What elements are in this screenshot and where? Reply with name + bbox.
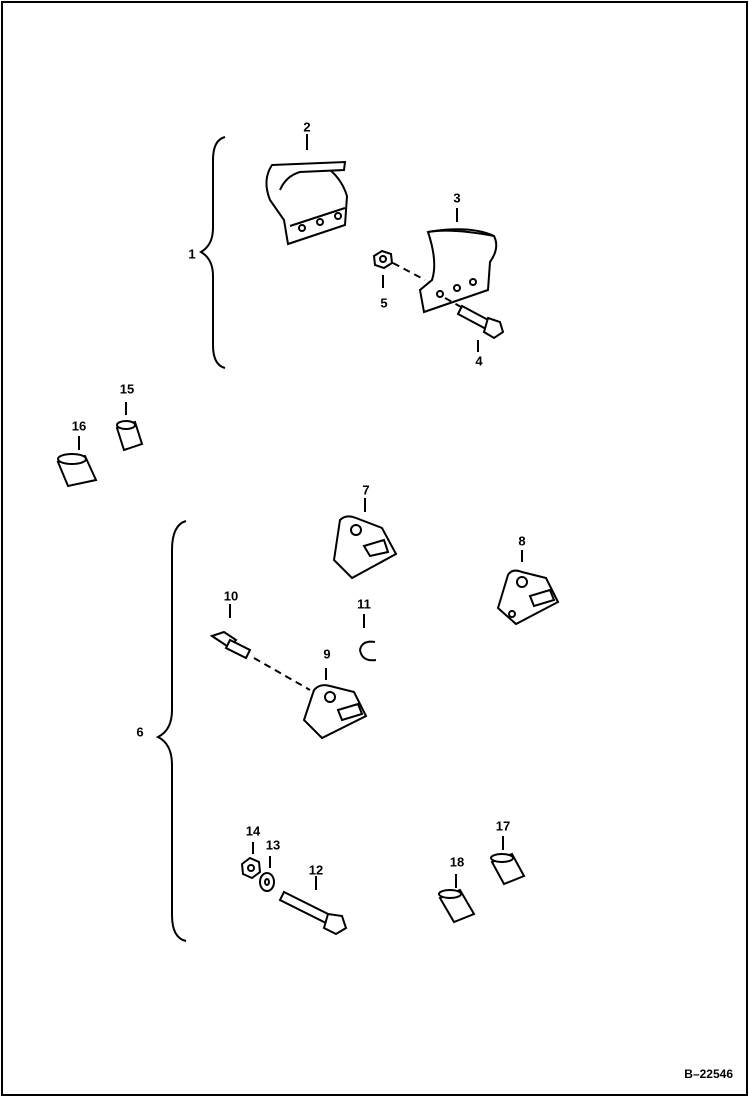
part-3-shield-bracket — [418, 208, 498, 314]
part-8-plate — [496, 550, 560, 626]
callout-18: 18 — [449, 854, 465, 870]
callout-14: 14 — [245, 823, 261, 839]
leader-dash-4-3 — [444, 297, 471, 313]
callout-3: 3 — [453, 190, 461, 206]
callout-17: 17 — [495, 818, 511, 834]
callout-1: 1 — [188, 246, 196, 262]
part-7-plate — [332, 498, 398, 580]
part-2-shield-bracket — [265, 134, 349, 246]
group-6-brace — [155, 520, 187, 942]
part-14-nut — [240, 842, 262, 880]
part-18-bushing — [438, 874, 476, 924]
callout-12: 12 — [308, 862, 324, 878]
figure-reference-code: B–22546 — [684, 1067, 733, 1081]
callout-2: 2 — [303, 119, 311, 135]
callout-4: 4 — [475, 353, 483, 369]
callout-15: 15 — [119, 381, 135, 397]
callout-6: 6 — [136, 724, 144, 740]
leader-dash-10-9 — [253, 657, 311, 691]
part-10-pin — [209, 604, 252, 660]
part-11-snap-ring — [358, 614, 377, 662]
part-17-bushing — [490, 836, 526, 886]
callout-10: 10 — [223, 588, 239, 604]
callout-7: 7 — [362, 482, 370, 498]
callout-11: 11 — [357, 596, 371, 612]
leader-dash-5-3 — [392, 262, 426, 281]
part-4-bolt — [456, 304, 505, 352]
callout-9: 9 — [323, 646, 331, 662]
part-9-plate — [302, 668, 368, 740]
part-5-nut — [372, 249, 394, 288]
group-1-brace — [199, 136, 226, 369]
part-13-washer — [259, 856, 275, 892]
part-15-bushing — [115, 402, 144, 452]
callout-16: 16 — [71, 418, 87, 434]
part-16-bushing — [56, 436, 98, 488]
callout-13: 13 — [265, 837, 281, 853]
callout-5: 5 — [380, 295, 388, 311]
callout-8: 8 — [518, 533, 526, 549]
part-12-bolt — [278, 876, 348, 936]
